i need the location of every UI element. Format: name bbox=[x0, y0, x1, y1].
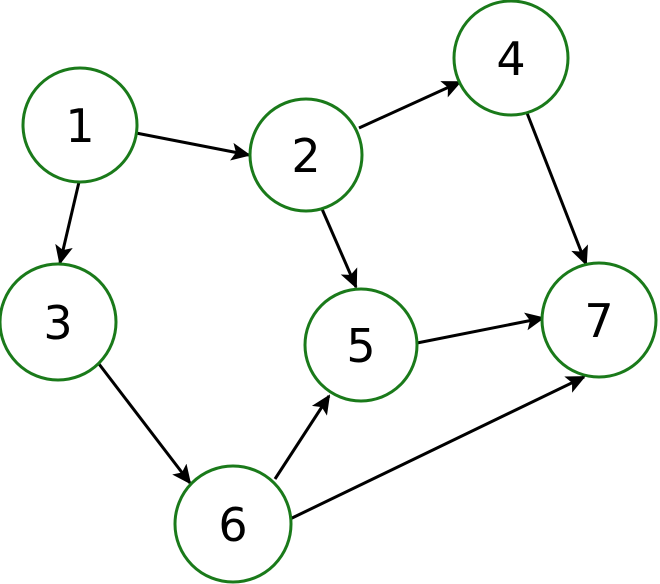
edge-line bbox=[97, 363, 192, 485]
node-4[interactable]: 4 bbox=[452, 0, 570, 117]
node-circle-7[interactable] bbox=[540, 261, 658, 379]
node-6[interactable]: 6 bbox=[173, 464, 293, 584]
edge-2-to-4[interactable]: 2 to 4 bbox=[358, 80, 462, 130]
node-label-4: 4 bbox=[496, 32, 525, 86]
edge-6-to-7[interactable]: 6 to 7 bbox=[289, 375, 586, 521]
node-circle-6[interactable] bbox=[173, 464, 293, 584]
edge-line bbox=[55, 181, 81, 265]
node-5[interactable]: 5 bbox=[303, 287, 419, 403]
edge-3-to-6[interactable]: 3 to 6 bbox=[97, 363, 192, 485]
edge-line bbox=[358, 80, 462, 130]
edge-line bbox=[289, 375, 586, 521]
edge-5-to-7[interactable]: 5 to 7 bbox=[416, 312, 545, 345]
edge-line bbox=[320, 208, 358, 289]
node-label-6: 6 bbox=[218, 498, 247, 552]
node-1[interactable]: 1 bbox=[21, 66, 139, 184]
edge-line bbox=[416, 312, 545, 345]
edge-6-to-5[interactable]: 6 to 5 bbox=[273, 394, 331, 480]
node-circle-5[interactable] bbox=[303, 287, 419, 403]
node-label-3: 3 bbox=[43, 296, 72, 350]
node-label-5: 5 bbox=[346, 319, 375, 373]
node-label-7: 7 bbox=[584, 294, 613, 348]
edge-4-to-7[interactable]: 4 to 7 bbox=[525, 112, 588, 266]
edge-line bbox=[525, 112, 588, 266]
node-7[interactable]: 7 bbox=[540, 261, 658, 379]
edges-layer: 1 to 2 1 to 3 2 to 4 2 to 5 3 to 6 4 to 7 5 to… bbox=[55, 80, 588, 521]
node-circle-1[interactable] bbox=[21, 66, 139, 184]
edge-line bbox=[135, 131, 251, 161]
node-2[interactable]: 2 bbox=[248, 97, 364, 213]
edge-2-to-5[interactable]: 2 to 5 bbox=[320, 208, 358, 289]
edge-1-to-3[interactable]: 1 to 3 bbox=[55, 181, 81, 265]
edge-1-to-2[interactable]: 1 to 2 bbox=[135, 131, 251, 161]
node-circle-4[interactable] bbox=[452, 0, 570, 117]
node-3[interactable]: 3 bbox=[0, 262, 118, 382]
node-label-2: 2 bbox=[291, 129, 320, 183]
node-label-1: 1 bbox=[65, 99, 94, 153]
node-circle-2[interactable] bbox=[248, 97, 364, 213]
node-circle-3[interactable] bbox=[0, 262, 118, 382]
edge-line bbox=[273, 394, 331, 480]
